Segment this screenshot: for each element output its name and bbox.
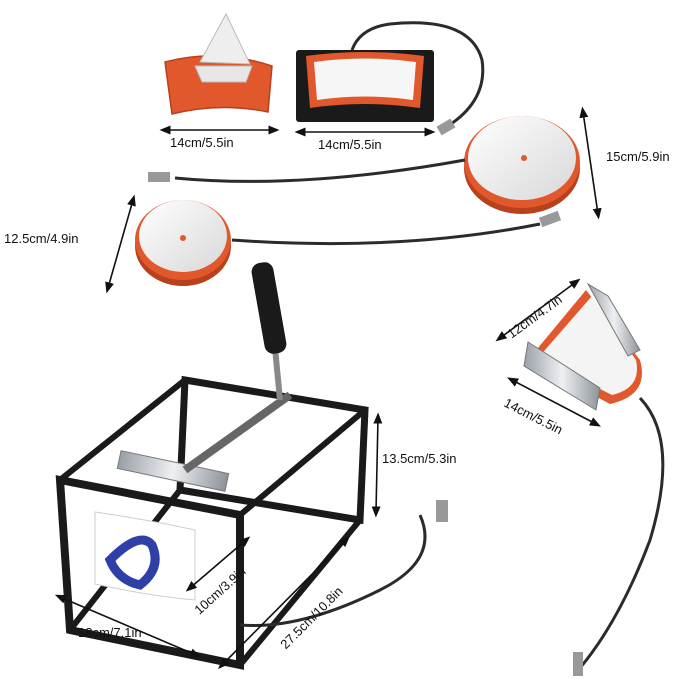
mug-press-frame-icon [55,262,427,670]
small-plate-diameter-label: 12.5cm/4.9in [4,231,79,246]
cone-pad-width-label: 14cm/5.5in [170,135,234,150]
cone-pad-icon [164,12,273,115]
curved-heating-element-icon [296,21,485,128]
curved-element-width-label: 14cm/5.5in [318,137,382,152]
large-plate-diameter-label: 15cm/5.9in [606,149,670,164]
round-plate-icon [135,200,541,286]
connector-plug-icon [148,118,583,676]
frame-height-label: 13.5cm/5.3in [382,451,457,466]
cone-heating-element-icon [523,282,665,669]
frame-width-label: 18cm/7.1in [78,625,142,640]
round-plate-icon [174,116,580,214]
dimension-arrows [54,106,602,669]
